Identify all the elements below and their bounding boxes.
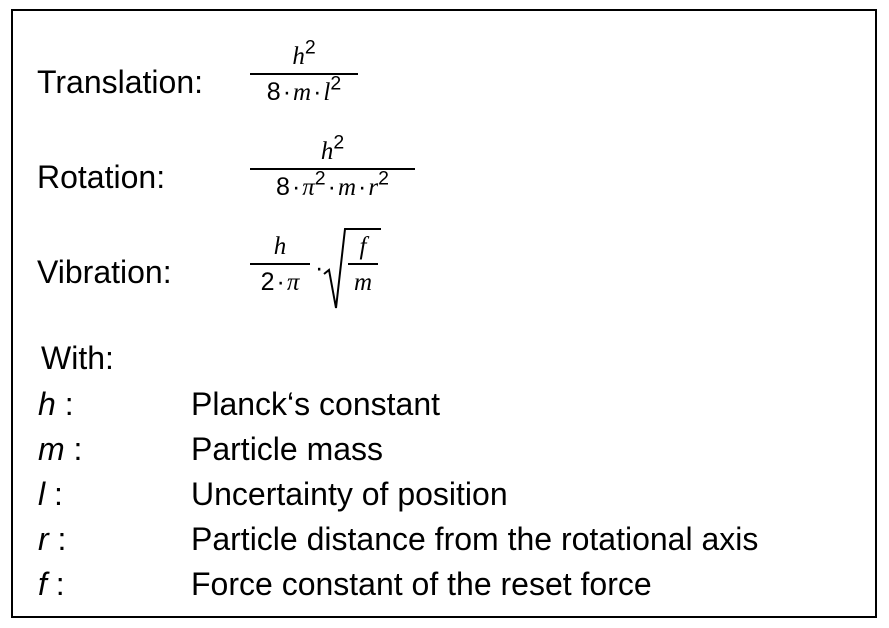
vibration-root-fraction: f m	[348, 232, 378, 297]
rotation-numerator: h2	[320, 131, 345, 165]
definition-symbol: l :	[38, 476, 63, 512]
definition-symbol: r :	[38, 521, 67, 557]
translation-label: Translation:	[37, 64, 203, 100]
vibration-numerator: h	[273, 233, 287, 260]
vibration-multiply-dot: ·	[315, 254, 324, 282]
definition-symbol: h :	[38, 386, 74, 422]
definition-text: Planck‘s constant	[191, 386, 441, 422]
rotation-fraction-bar	[250, 168, 415, 170]
document-frame	[11, 9, 877, 618]
translation-formula: h2 8·m·l2	[250, 36, 358, 107]
vibration-fraction-bar	[250, 263, 310, 265]
definition-symbol: m :	[38, 431, 83, 467]
vibration-denominator: 2·π	[260, 268, 300, 296]
translation-denominator: 8·m·l2	[266, 72, 342, 106]
vibration-fraction: h 2·π	[250, 232, 310, 297]
definitions-heading: With:	[41, 340, 114, 376]
definition-text: Force constant of the reset force	[191, 566, 652, 602]
rotation-formula: h2 8·π2·m·r2	[250, 131, 415, 202]
definition-symbol: f :	[38, 566, 65, 602]
vibration-label: Vibration:	[37, 254, 172, 290]
translation-fraction-bar	[250, 73, 358, 75]
rotation-denominator: 8·π2·m·r2	[276, 167, 389, 201]
vibration-root-denominator: m	[353, 269, 373, 296]
definition-text: Particle mass	[191, 431, 384, 467]
translation-numerator: h2	[292, 36, 316, 70]
definition-text: Particle distance from the rotational ax…	[191, 521, 759, 557]
definition-text: Uncertainty of position	[191, 476, 508, 512]
rotation-label: Rotation:	[37, 159, 166, 195]
vibration-root-fraction-bar	[348, 263, 378, 265]
vibration-root-numerator: f	[359, 233, 367, 260]
square-root-icon	[323, 228, 381, 309]
